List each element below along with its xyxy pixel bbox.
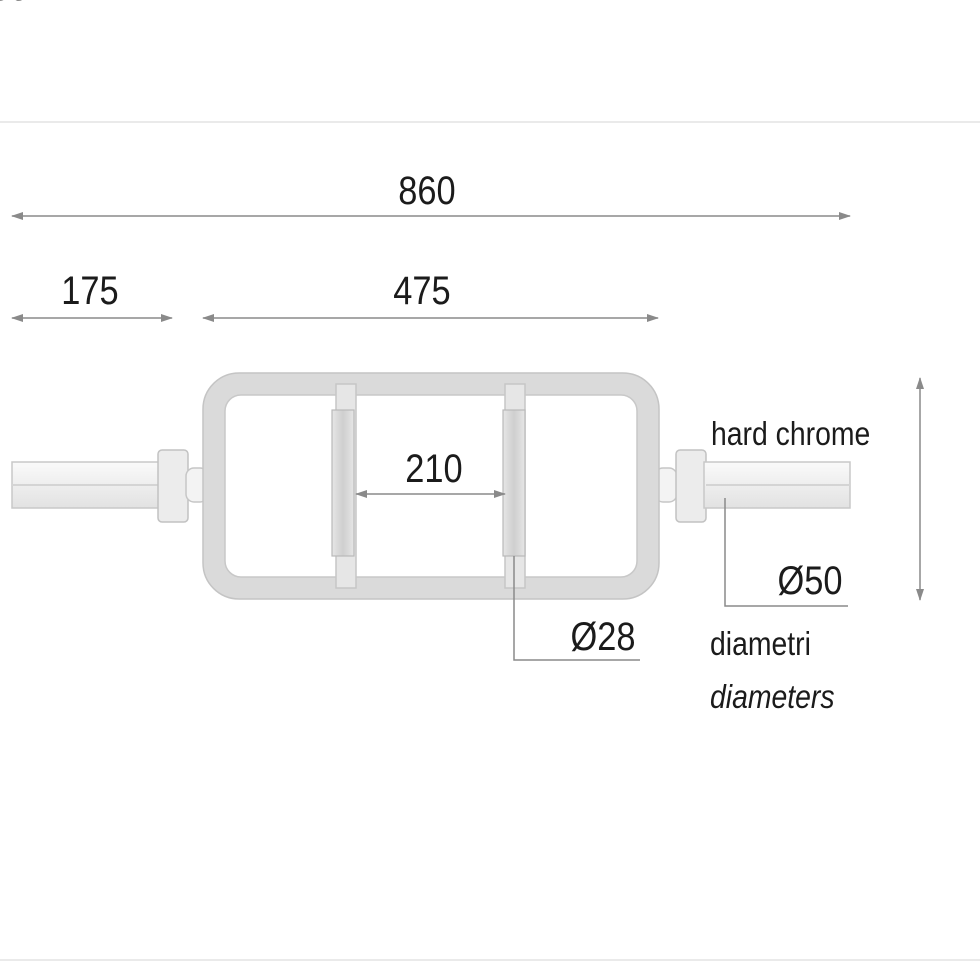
diameters-note-italian: diametri <box>710 625 811 663</box>
height-label: 185 <box>0 0 29 9</box>
grip-diameter-label: Ø28 <box>570 614 635 659</box>
frame-outer-edge <box>202 372 660 600</box>
frame-length-label: 475 <box>393 268 450 313</box>
handle-spacing-label: 210 <box>405 446 462 491</box>
frame-outer-tube <box>203 373 659 599</box>
diameters-note-english: diameters <box>710 678 835 716</box>
dimension-labels: 860 175 475 210 185 Ø50 Ø28 hard chrome … <box>0 0 870 716</box>
sleeve-diameter-label: Ø50 <box>777 558 842 603</box>
right-grip <box>502 409 526 557</box>
left-grip <box>331 409 355 557</box>
overall-length-label: 860 <box>398 168 455 213</box>
trap-bar <box>11 372 851 600</box>
dimension-lines <box>11 212 924 661</box>
frame-inner-edge <box>224 394 638 578</box>
finish-note: hard chrome <box>711 415 870 453</box>
right-collar <box>675 449 707 523</box>
grip-diameter-leader <box>513 556 640 661</box>
sleeve-length-label: 175 <box>61 268 118 313</box>
left-collar <box>157 449 189 523</box>
sleeve-diameter-leader <box>724 498 848 607</box>
